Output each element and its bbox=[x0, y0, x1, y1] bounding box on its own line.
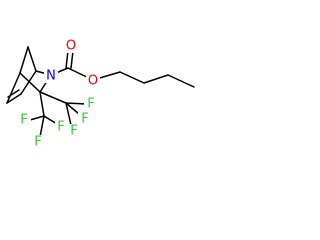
bond-c1-bridge bbox=[27, 46, 37, 72]
bond-cf3-left-f1 bbox=[29, 115, 45, 121]
bond-c2-c3-outer bbox=[6, 93, 22, 104]
bond-cf3-right-f4 bbox=[65, 102, 87, 105]
fluorine-atom-label: F bbox=[20, 113, 27, 128]
fluorine-atom-label: F bbox=[57, 120, 64, 135]
bond-c3-c4 bbox=[6, 72, 21, 104]
bond-c1-c2 bbox=[20, 70, 37, 95]
fluorine-atom-label: F bbox=[34, 135, 41, 150]
bond-cf3-right-f6 bbox=[65, 102, 72, 126]
fluorine-atom-label: F bbox=[81, 112, 88, 127]
bond-c5-cf3-left bbox=[39, 91, 45, 117]
bond-bridge-c4 bbox=[19, 46, 29, 74]
carbonyl-oxygen-label: O bbox=[66, 39, 76, 54]
bond-co-double-a bbox=[65, 50, 69, 69]
bond-c4-c5 bbox=[19, 72, 41, 93]
bond-ch2-ch2b bbox=[143, 74, 169, 84]
bond-cf3-left-f3 bbox=[39, 115, 45, 138]
bond-cf3-left-f2 bbox=[43, 115, 58, 125]
nitrogen-atom-label: N bbox=[46, 69, 56, 84]
bond-co-double-b bbox=[70, 50, 74, 69]
bond-ch2-ch2 bbox=[119, 71, 145, 84]
ester-oxygen-label: O bbox=[88, 74, 98, 89]
bond-c5-cf3-right bbox=[39, 91, 67, 104]
fluorine-atom-label: F bbox=[70, 124, 77, 139]
bond-ch2-ch3 bbox=[167, 74, 195, 88]
molecule-structure-diagram: N O O F F F F F F bbox=[6, 38, 195, 150]
fluorine-atom-label: F bbox=[87, 97, 94, 112]
bond-cf3-right-f5 bbox=[65, 102, 80, 115]
